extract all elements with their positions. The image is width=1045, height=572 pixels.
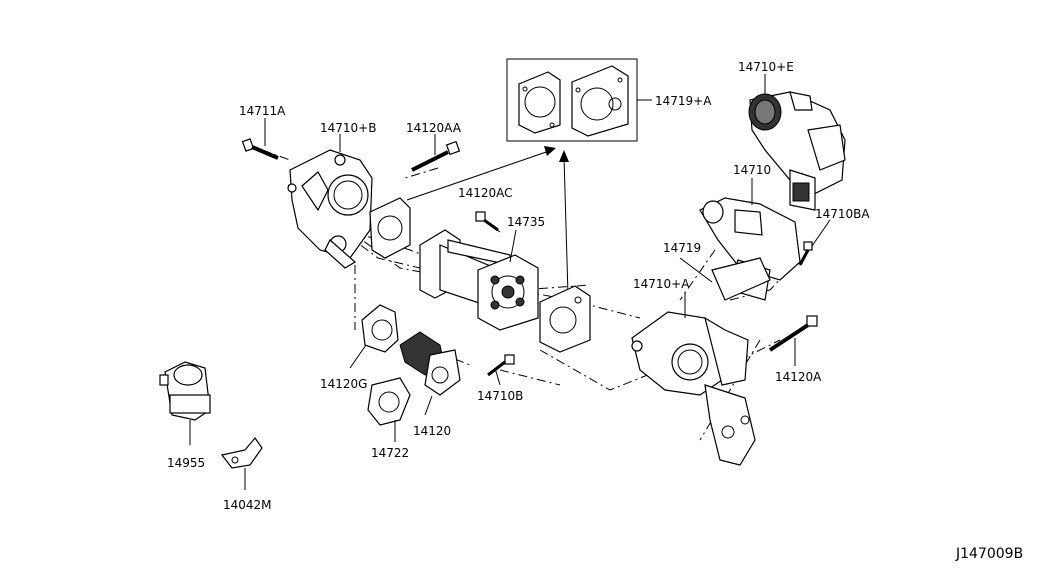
label-14120: 14120 [413, 424, 451, 438]
diagram-code: J147009B [955, 546, 1023, 562]
label-14710: 14710 [733, 163, 771, 177]
egr-cooler-14735 [419, 229, 539, 331]
label-14722: 14722 [371, 446, 409, 460]
label-14120AC: 14120AC [458, 186, 513, 200]
gasket-14722 [367, 377, 411, 442]
label-14710B: 14710B [477, 389, 523, 403]
label-14710BA: 14710BA [815, 207, 870, 221]
gasket-1 [369, 197, 411, 259]
label-14735: 14735 [507, 215, 545, 229]
egr-valve-body-14710A [631, 292, 756, 466]
labels: 14711A 14710+B 14120AA 14719+A 14710+E 1… [167, 60, 1023, 562]
label-14719A: 14719+A [655, 94, 712, 108]
clamp-14120G [349, 304, 399, 369]
egr-actuator-14710E [748, 74, 846, 211]
hose-14120 [399, 331, 461, 416]
bolt-14710B [487, 354, 515, 386]
bolt-14120AC [475, 211, 499, 232]
label-14710B-top: 14710+B [320, 121, 376, 135]
bolt-14711A [241, 118, 279, 160]
gasket-arrows [406, 146, 569, 296]
label-14955: 14955 [167, 456, 205, 470]
label-14120A: 14120A [775, 370, 822, 384]
label-14120AA: 14120AA [406, 121, 462, 135]
gasket-14719 [679, 257, 771, 301]
bracket-14042M [220, 437, 263, 490]
bolt-14120AA [411, 134, 461, 172]
bolt-14710BA [798, 219, 831, 266]
label-14711A: 14711A [239, 104, 286, 118]
egr-valve-body-14710B [287, 134, 373, 269]
gasket-detail-box [506, 58, 652, 142]
solenoid-14955 [159, 361, 211, 445]
label-14710A: 14710+A [633, 277, 690, 291]
label-14710E: 14710+E [738, 60, 794, 74]
bolt-14120A [768, 315, 818, 366]
label-14042M: 14042M [223, 498, 272, 512]
gasket-2 [539, 285, 591, 353]
label-14120G: 14120G [320, 377, 367, 391]
label-14719: 14719 [663, 241, 701, 255]
